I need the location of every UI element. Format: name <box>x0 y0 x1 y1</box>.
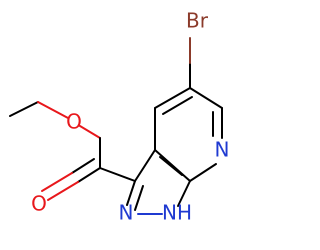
bonds <box>9 37 223 215</box>
bond-c3-c3a <box>134 149 156 182</box>
bond-c5-c6 <box>189 87 223 109</box>
bond-c4-c5-double <box>162 96 193 115</box>
atom-oxygen-ether: O <box>66 110 82 134</box>
atom-nitrogen-pyrazole: N <box>119 201 134 225</box>
bond-c3-n2 <box>126 180 136 206</box>
bond-carbonyl-double-2-red <box>41 172 73 192</box>
bond-n1-c7a <box>177 180 191 207</box>
bond-c7a-c3a-double <box>159 156 183 176</box>
bond-c3-n2-double <box>134 185 144 211</box>
structure-svg: Br O O N N NH <box>9 9 229 225</box>
bond-n7-c7a <box>189 163 217 182</box>
bond-carbonyl-double-1-red <box>47 181 79 201</box>
atom-nh: NH <box>162 201 192 225</box>
atom-bromine: Br <box>186 9 209 33</box>
bond-c7a-c3a <box>154 149 191 182</box>
bond-methyl-oxygen-red <box>37 101 69 119</box>
atom-labels: Br O O N N NH <box>31 9 229 225</box>
bond-carbonyl-double-1 <box>77 167 101 183</box>
bond-carbonyl-double-2 <box>71 158 95 174</box>
atom-nitrogen-pyridine: N <box>215 138 230 162</box>
atom-oxygen-carbonyl: O <box>31 192 47 216</box>
bond-oxygen-carbonyl <box>79 125 101 139</box>
bond-c4-c5 <box>154 87 191 109</box>
bond-carbonyl-c3 <box>99 167 136 182</box>
bond-methyl-oxygen <box>9 101 39 117</box>
molecule-diagram: Br O O N N NH <box>9 8 230 225</box>
